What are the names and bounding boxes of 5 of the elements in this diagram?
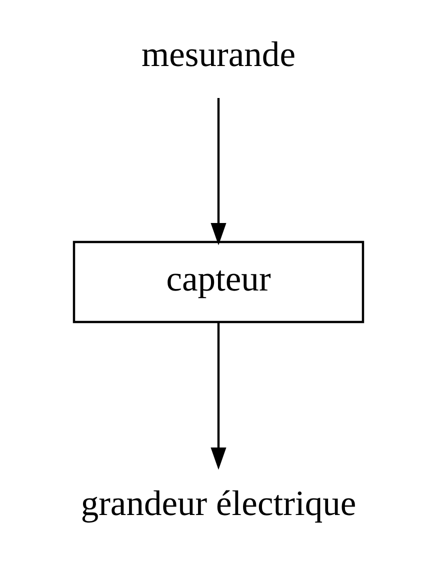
node-text: grandeur électrique (80, 482, 356, 523)
arrow (210, 322, 226, 470)
arrow (210, 98, 226, 246)
node-box: capteur (72, 240, 364, 324)
node-text: mesurande (142, 34, 296, 74)
